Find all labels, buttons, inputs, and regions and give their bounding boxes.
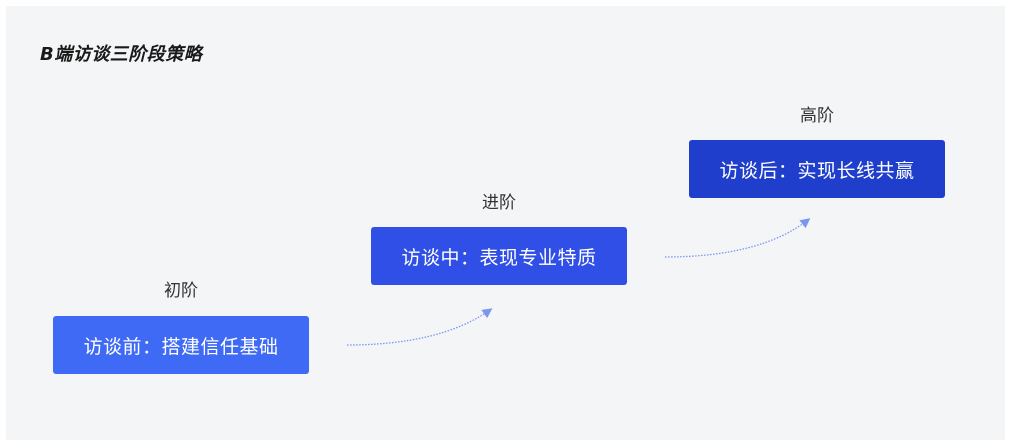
stage-2-text: 访谈中：表现专业特质 <box>401 246 597 269</box>
stage-2-level-label: 进阶 <box>482 193 516 213</box>
stage-3-text: 访谈后：实现长线共赢 <box>719 159 915 182</box>
arrow-stage-1-to-2 <box>346 308 493 346</box>
stage-3-box: 访谈后：实现长线共赢 <box>689 140 945 198</box>
arrow-stage-2-to-3 <box>664 218 811 258</box>
stage-1-text: 访谈前：搭建信任基础 <box>83 335 279 358</box>
stage-3-level-label: 高阶 <box>800 106 834 126</box>
stage-1-level-label: 初阶 <box>164 281 198 301</box>
stage-1-box: 访谈前：搭建信任基础 <box>53 316 309 374</box>
diagram-title: B端访谈三阶段策略 <box>40 44 203 65</box>
stage-2-box: 访谈中：表现专业特质 <box>371 227 627 285</box>
